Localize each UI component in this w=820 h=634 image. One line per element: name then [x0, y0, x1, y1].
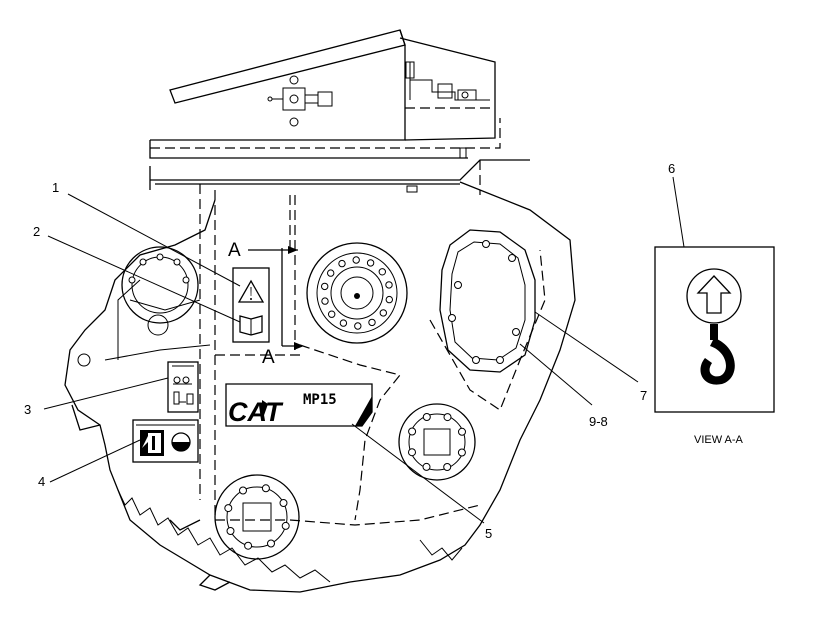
cover-plate	[439, 229, 536, 373]
decal-4	[132, 419, 199, 463]
bottom-rotor	[214, 474, 300, 560]
bolt	[457, 448, 466, 457]
bolt	[226, 527, 235, 535]
frame-outline	[149, 118, 530, 520]
cat-model-plate: CAT MP15	[225, 383, 373, 427]
bolt	[321, 297, 329, 305]
lifting-hook-icon	[700, 324, 735, 385]
callout-5: 5	[485, 526, 492, 541]
section-letter: A	[262, 347, 275, 368]
top-housing	[149, 29, 496, 159]
warning-triangle-icon	[237, 279, 265, 303]
leader-lines	[43, 176, 685, 524]
callout-9-8: 9-8	[589, 414, 608, 429]
callout-labels: 1 2 3 4 5 6 7 9-8	[24, 161, 675, 541]
bolt	[385, 295, 393, 304]
section-marker-top: A	[228, 240, 298, 346]
bolt	[327, 269, 335, 277]
bolt	[239, 486, 247, 495]
bolt	[339, 319, 348, 327]
bolt	[352, 256, 360, 264]
callout-6: 6	[668, 161, 675, 176]
section-marker-bottom: A	[262, 342, 304, 368]
bolt	[224, 504, 233, 513]
bolt	[279, 499, 288, 507]
lower-right-rotor	[398, 403, 476, 481]
bolt	[368, 318, 376, 327]
bolt	[378, 268, 386, 276]
bolt	[458, 427, 466, 436]
bolt	[321, 282, 329, 291]
bolt	[443, 463, 452, 471]
callout-3: 3	[24, 402, 31, 417]
bolt	[443, 413, 452, 422]
view-a-a-box: VIEW A-A	[654, 246, 775, 446]
center-rotor	[306, 242, 408, 344]
model-label: MP15	[303, 392, 337, 408]
callout-4: 4	[38, 474, 45, 489]
left-rotor	[121, 246, 199, 324]
warning-decal-panel	[232, 267, 270, 343]
bolt	[338, 259, 346, 268]
bolt	[385, 281, 393, 289]
callout-7: 7	[640, 388, 647, 403]
bolt	[354, 322, 362, 330]
main-body	[64, 181, 576, 593]
callout-1: 1	[52, 180, 59, 195]
bolt	[267, 539, 275, 548]
bolt	[366, 259, 375, 267]
cat-logo: CAT	[228, 397, 284, 427]
bolt	[408, 448, 416, 457]
bolt	[422, 462, 431, 471]
callout-2: 2	[33, 224, 40, 239]
view-caption: VIEW A-A	[694, 434, 744, 446]
operator-manual-icon	[239, 315, 263, 336]
lift-arrow-icon	[696, 275, 732, 314]
section-letter: A	[228, 240, 241, 261]
bolt	[244, 541, 253, 550]
bolt	[408, 427, 417, 436]
bolt	[379, 309, 387, 317]
bolt	[261, 484, 270, 493]
bolt	[281, 521, 290, 530]
bolt	[328, 310, 336, 318]
decal-3	[167, 361, 199, 413]
bolt	[422, 413, 431, 421]
